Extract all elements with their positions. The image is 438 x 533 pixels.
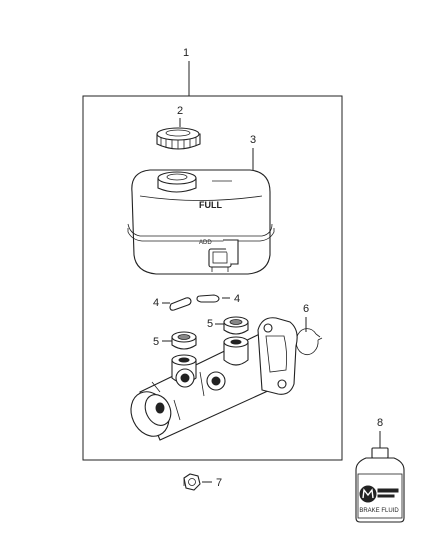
snap-ring	[295, 328, 323, 355]
callout-6: 6	[303, 303, 309, 315]
add-level-mark: ADD	[199, 240, 212, 246]
callout-5-lower: 5	[153, 336, 159, 348]
callout-2: 2	[177, 105, 183, 117]
bottle-label: BRAKE FLUID	[359, 508, 399, 514]
reservoir-grommet-upper	[223, 316, 249, 335]
callout-4-right: 4	[234, 293, 240, 305]
callout-8: 8	[377, 417, 383, 429]
retaining-pin-left	[169, 297, 192, 311]
callout-5-upper: 5	[207, 318, 213, 330]
callout-3: 3	[250, 134, 256, 146]
reservoir-grommet-lower	[171, 331, 197, 350]
full-level-mark: FULL	[199, 200, 222, 210]
retaining-pin-right	[196, 294, 220, 303]
brake-fluid-bottle: BRAKE FLUID	[355, 447, 405, 523]
callout-7: 7	[216, 477, 222, 489]
fluid-reservoir: FULL ADD	[127, 169, 275, 275]
callout-1: 1	[183, 47, 189, 59]
assembly-frame	[82, 95, 343, 461]
master-cylinder	[130, 317, 298, 441]
mounting-nut	[183, 473, 201, 491]
reservoir-cap	[156, 127, 201, 150]
callout-4-left: 4	[153, 297, 159, 309]
